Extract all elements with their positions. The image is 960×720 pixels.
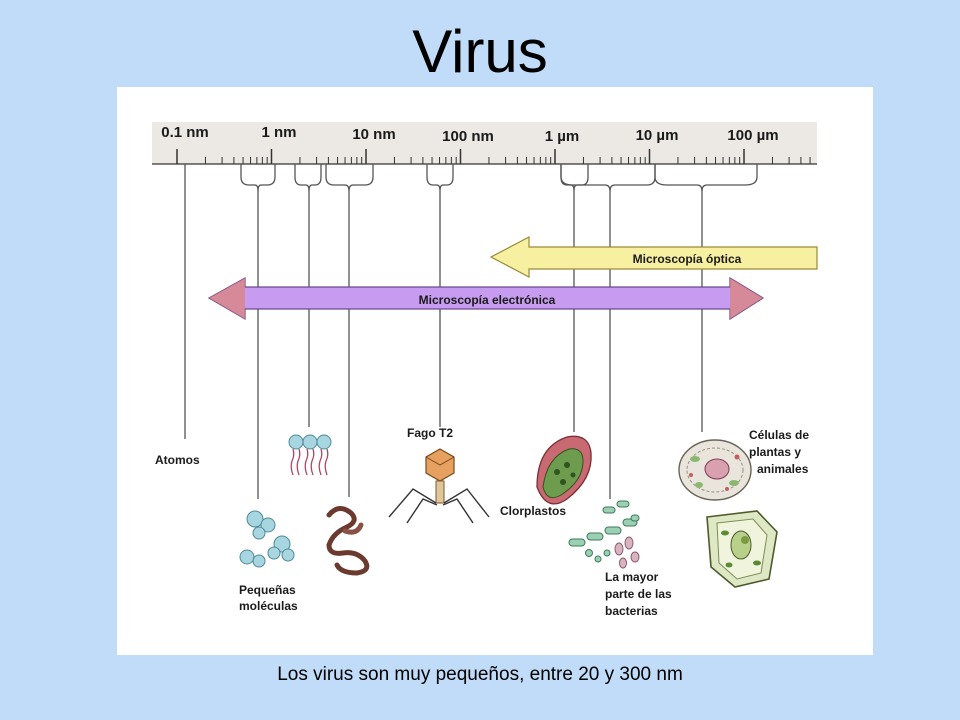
bracket-chloroplast (560, 164, 589, 192)
bacteria-label-line1: La mayor (605, 570, 659, 584)
tick-label-10um: 10 µm (636, 127, 679, 144)
small-molecules-icon (239, 510, 295, 568)
bracket-small-molecules (240, 164, 276, 192)
tick-label-0.1nm: 0.1 nm (161, 124, 209, 141)
bracket-lipids (294, 164, 322, 192)
bacteria-icon (568, 500, 640, 563)
optical-microscopy-arrow (489, 236, 818, 278)
bracket-cells (654, 164, 758, 192)
electron-arrow-right-head (730, 278, 763, 319)
bacteria-label-line3: bacterias (605, 604, 658, 618)
atoms-label: Atomos (155, 453, 200, 467)
bracket-phage (426, 164, 454, 192)
size-scale-diagram: 0.1 nm 1 nm 10 nm 100 nm 1 µm 10 µm 100 … (152, 122, 818, 618)
bracket-proteins (325, 164, 374, 192)
small-molecules-label-line1: Pequeñas (239, 583, 296, 597)
slide-title: Virus (412, 18, 548, 85)
slide-caption: Los virus son muy pequeños, entre 20 y 3… (277, 664, 683, 685)
plant-cell-icon (706, 510, 778, 588)
range-brackets (240, 164, 758, 192)
tick-label-10nm: 10 nm (352, 126, 395, 143)
phage-label: Fago T2 (407, 426, 453, 440)
bacteria-coccus-icon (614, 536, 640, 569)
phage-t2-icon (388, 448, 490, 524)
tick-label-100nm: 100 nm (442, 128, 494, 145)
chloroplasts-label: Clorplastos (500, 504, 566, 518)
optical-microscopy-label: Microscopía óptica (633, 252, 742, 266)
tick-label-1um: 1 µm (545, 128, 580, 145)
electron-arrow-left-head (209, 278, 245, 319)
small-molecules-label-line2: moléculas (239, 599, 298, 613)
bacteria-label-line2: parte de las (605, 587, 672, 601)
protein-icon (326, 506, 370, 576)
tick-label-100um: 100 µm (727, 127, 778, 144)
tick-label-1nm: 1 nm (261, 124, 296, 141)
chloroplast-icon (536, 435, 592, 505)
electron-microscopy-label: Microscopía electrónica (419, 293, 556, 307)
guide-lines (184, 164, 703, 499)
cells-label-line2: plantas y (749, 445, 801, 459)
cells-label-line1: Células de (749, 428, 809, 442)
lipid-molecules-icon (288, 434, 332, 476)
animal-cell-icon (678, 439, 752, 501)
size-scale-figure: 0.1 nm 1 nm 10 nm 100 nm 1 µm 10 µm 100 … (117, 87, 873, 655)
ruler-ticks (176, 149, 811, 164)
cells-label-line3: animales (757, 462, 809, 476)
